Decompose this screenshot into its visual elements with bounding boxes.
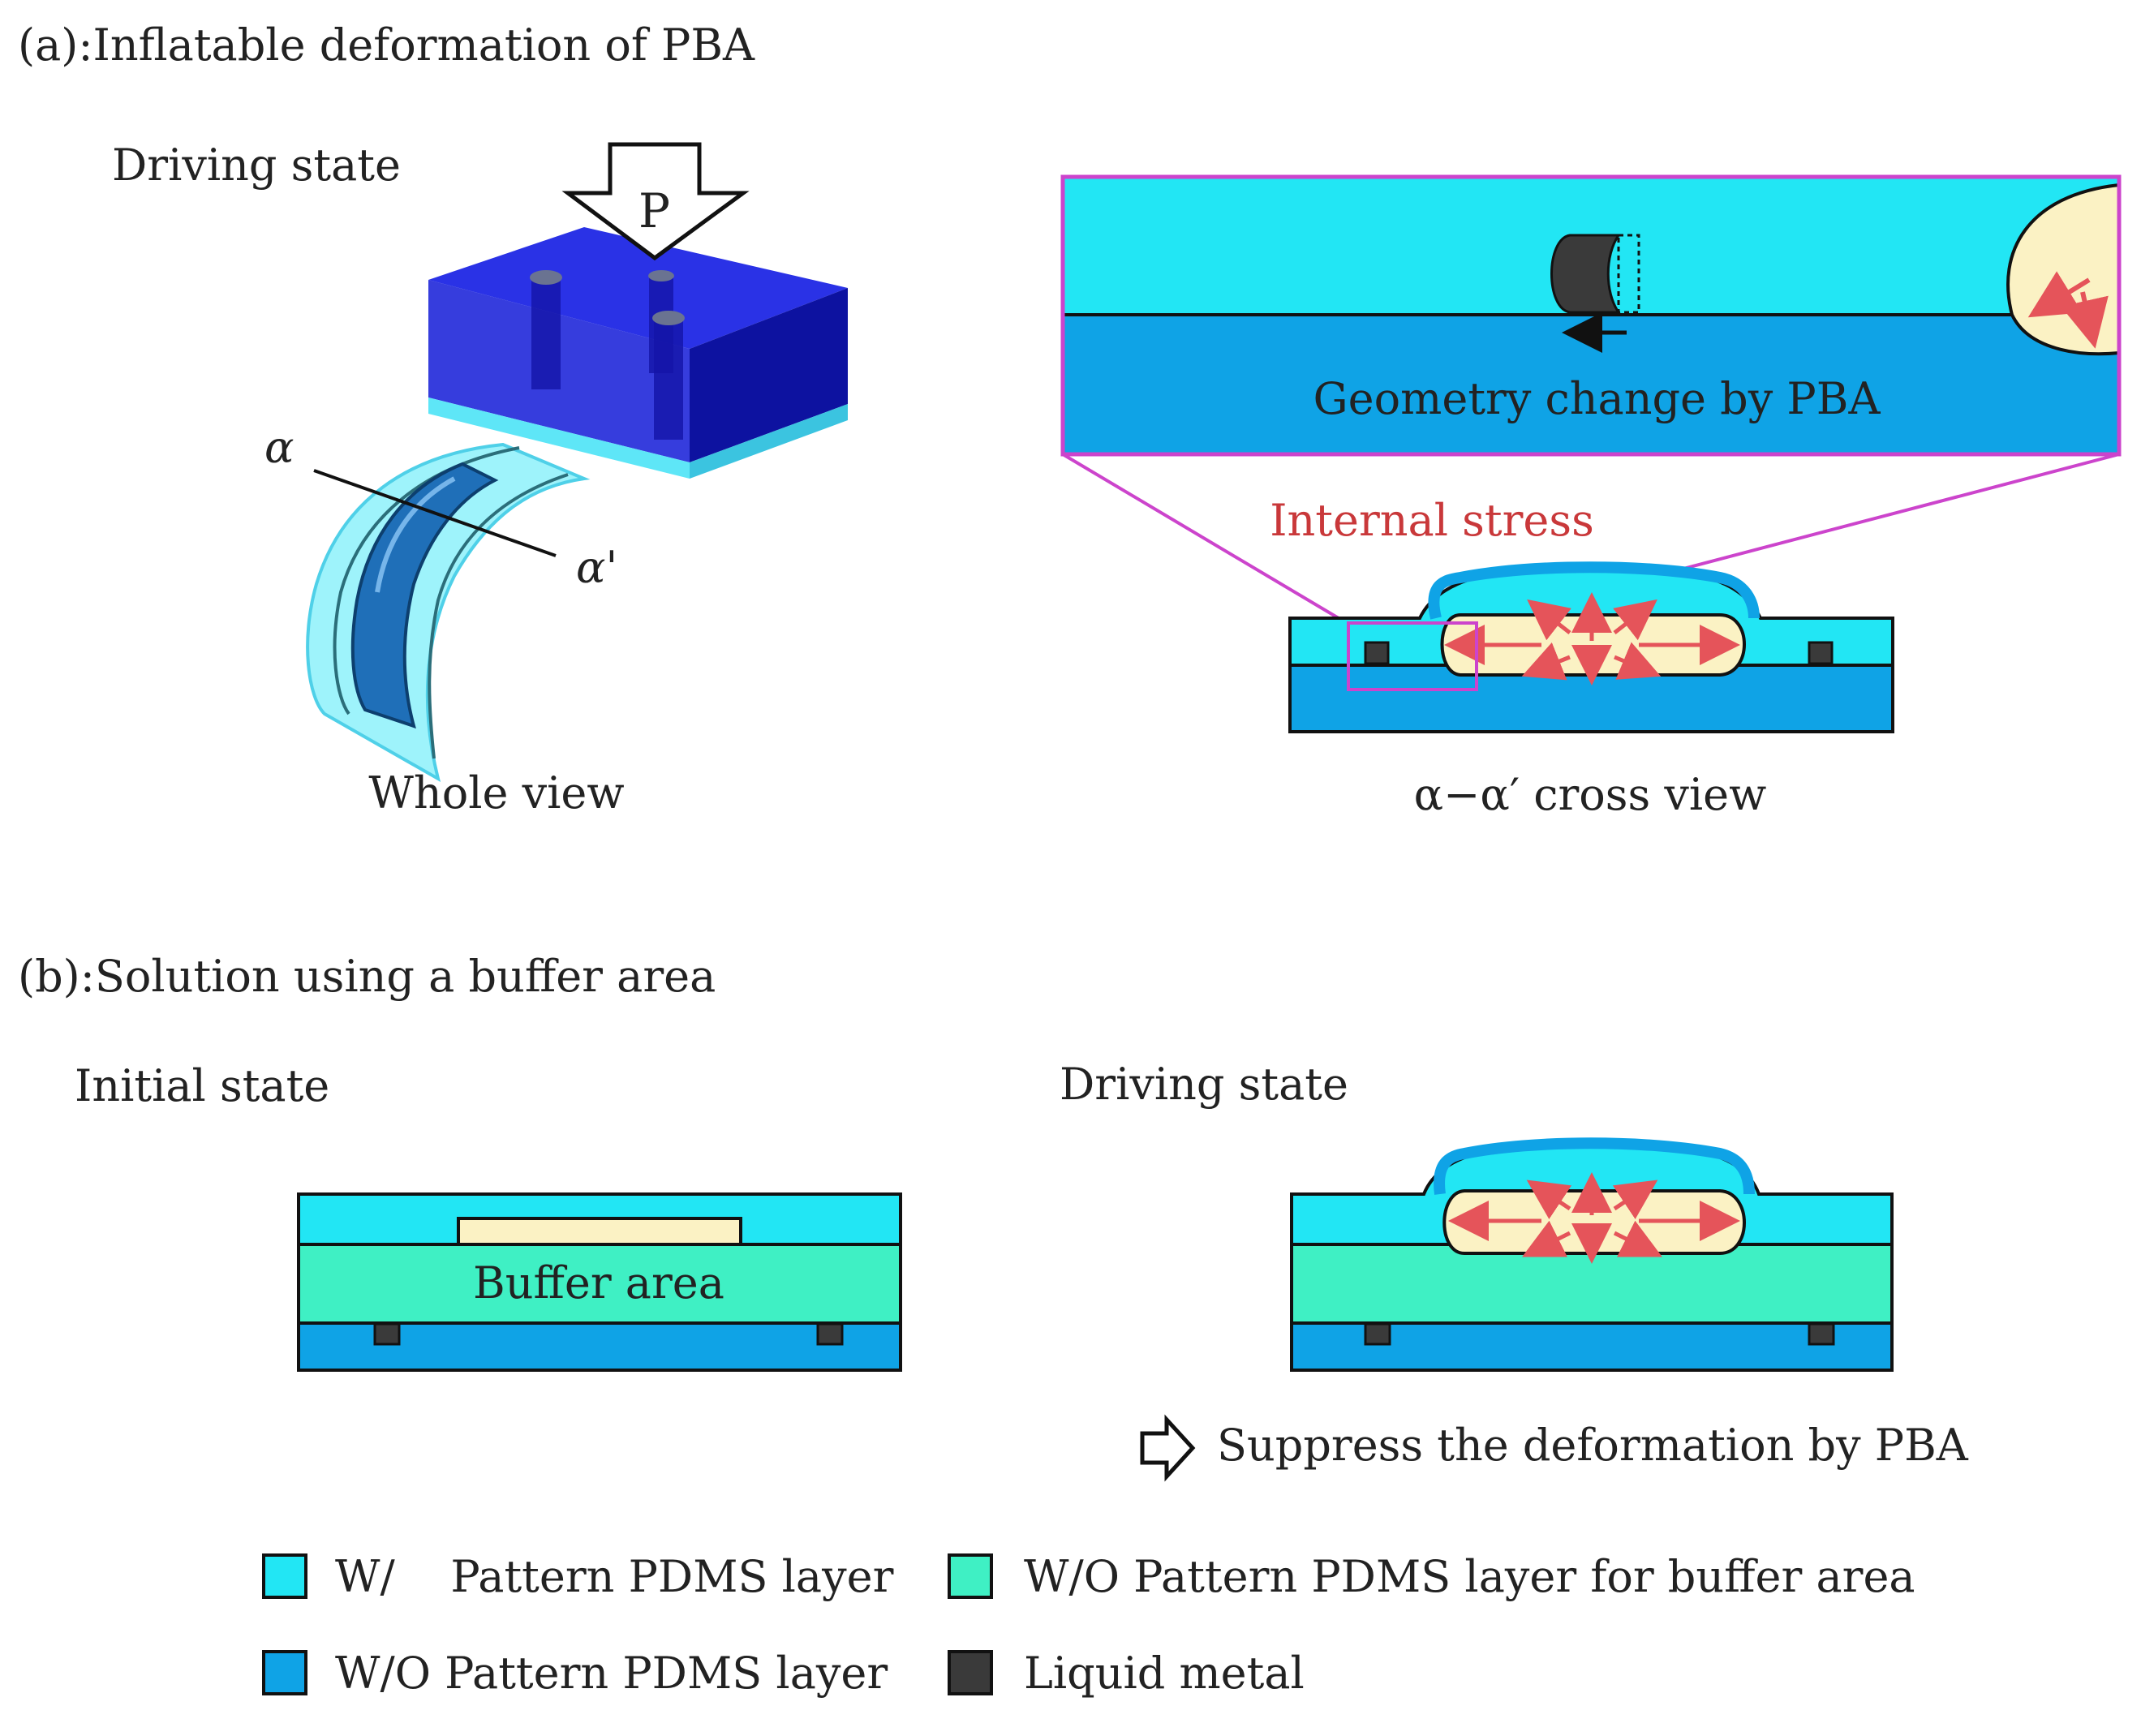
suppress-label: Suppress the deformation by PBA [1217,1420,1969,1471]
actuator-block-top [428,227,848,349]
zoom-original-outline [1617,234,1640,314]
pillar-1 [531,277,561,389]
buffer-layer-initial [297,1243,902,1325]
alpha-label: α [264,422,294,473]
legend-label-plain: W/O Pattern PDMS layer [335,1648,888,1699]
liquid-metal-driving-right [1808,1322,1835,1346]
zoom-box [1060,174,2122,457]
driving-state-label-b: Driving state [1060,1059,1348,1110]
panel-b-heading: (b):Solution using a buffer area [18,951,716,1002]
liquid-metal-a-right [1808,641,1834,665]
cross-section-a [1288,561,1894,733]
pillar-1-top [530,270,562,285]
legend: W/ Pattern PDMS layer W/O Pattern PDMS l… [262,1551,1915,1699]
legend-label-liquid-metal: Liquid metal [1024,1648,1305,1699]
legend-swatch-buffer [948,1553,993,1599]
zoom-frame [1060,174,2122,457]
block-base-left [428,397,690,479]
alpha-prime-label: α' [576,542,617,593]
cross-view-caption: α−α′ cross view [1414,769,1767,820]
pillar-3 [654,318,683,440]
whole-view-caption: Whole view [368,767,624,819]
driving-cross-section-b [1290,1137,1894,1372]
section-line [313,469,557,557]
pressure-arrow-icon [561,142,750,261]
legend-label-pattern: W/ Pattern PDMS layer [335,1551,894,1602]
stress-arrows-a [1444,592,1740,685]
zoom-liquid-metal [1550,234,1621,314]
liquid-metal-initial-left [373,1322,401,1346]
zoom-label: Geometry change by PBA [1313,373,1881,424]
stress-arrows-b [1448,1172,1740,1264]
block-base-right [690,404,848,479]
initial-cross-section [297,1192,902,1372]
actuator-block-side [690,288,848,462]
suppress-arrow-icon [1140,1414,1196,1482]
liquid-metal-initial-right [816,1322,844,1346]
pressure-label: P [638,183,670,238]
zoom-connector-left [1061,453,1348,625]
initial-state-label: Initial state [75,1060,329,1111]
panel-a-heading: (a):Inflatable deformation of PBA [18,19,755,71]
driving-state-label-a: Driving state [112,140,401,191]
liquid-metal-driving-left [1364,1322,1391,1346]
buffer-area-label: Buffer area [473,1257,724,1308]
zoom-region-marker [1347,621,1478,691]
internal-stress-label: Internal stress [1270,495,1594,546]
legend-swatch-plain [262,1650,307,1695]
inflated-chamber [350,462,499,729]
electrode-line-right [428,473,569,759]
whole-view-device: P [306,142,848,783]
legend-label-buffer: W/O Pattern PDMS layer for buffer area [1024,1551,1915,1602]
cavity-initial [457,1217,742,1246]
pillar-2-top [648,270,674,281]
legend-swatch-liquid-metal [948,1650,993,1695]
liquid-metal-a-left [1364,641,1390,665]
pillar-3-top [652,311,685,325]
legend-swatch-pattern [262,1553,307,1599]
